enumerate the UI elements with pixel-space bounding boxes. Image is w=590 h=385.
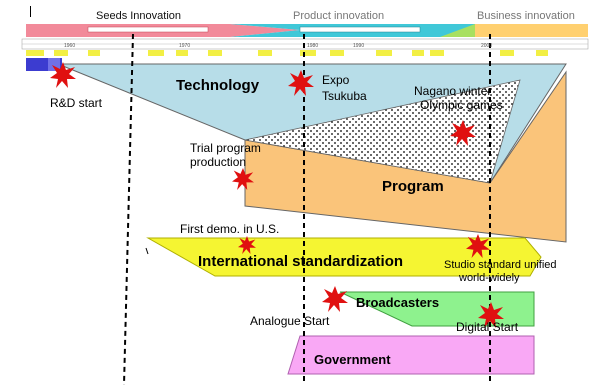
trial-program-label-line2: production [190,155,247,169]
axis-event-marker [148,50,164,56]
first-demo-label: First demo. in U.S. [180,222,280,236]
burst-icon [288,70,314,96]
studio-standard-label-line1: Studio standard unified [444,259,557,271]
burst-icon [50,62,76,88]
program-label: Program [382,178,444,195]
business-phase-fade [440,24,475,37]
expo-label-line2: Tsukuba [322,89,367,103]
rd-start-label: R&D start [50,96,103,110]
axis-event-marker [258,50,272,56]
year-tick-label: 1960 [64,43,75,49]
transition-dotted-wedge [244,79,521,184]
axis-event-marker [430,50,444,56]
axis-event-marker [176,50,188,56]
burst-icon [322,286,348,312]
nagano-label-line2: Olympic games [420,98,503,112]
axis-event-marker [330,50,344,56]
nagano-label-line1: Nagano winter [414,84,492,98]
reference-line-1 [123,33,134,385]
broadcasters-label: Broadcasters [356,295,440,310]
burst-icon [238,236,256,254]
seeds-phase-inner [87,26,209,33]
government-region [287,335,535,375]
phase-product-innovation: Product innovation [293,10,385,22]
expo-label-line1: Expo [322,73,350,87]
international-standardization-label: International standardization [198,253,404,270]
axis-event-marker [536,50,548,56]
year-tick-label: 1990 [353,43,364,49]
timeline-origin-tick [30,6,31,17]
axis-event-marker [88,50,100,56]
axis-event-marker [208,50,222,56]
year-tick-label: 1980 [307,43,318,49]
phase-business-innovation: Business innovation [477,10,575,22]
phase-ribbon [26,24,588,37]
axis-event-marker [412,50,424,56]
burst-icon [450,120,476,146]
studio-standard-label-line2: world-widely [459,272,520,284]
burst-icon [232,168,254,190]
phase-seeds-innovation: Seeds Innovation [96,10,182,22]
government-label: Government [314,352,391,367]
product-phase-inner [299,26,421,33]
axis-event-marker [500,50,514,56]
digital-start-label: Digital Start [456,320,519,334]
burst-icon [466,234,490,258]
trial-program-label-line1: Trial program [190,141,261,155]
technology-label: Technology [176,77,260,94]
axis-event-marker [54,50,68,56]
year-tick-label: 1970 [179,43,190,49]
axis-event-marker [376,50,392,56]
analogue-start-label: Analogue Start [250,314,330,328]
axis-event-marker [26,50,44,56]
year-tick-label: 2000 [481,43,492,49]
business-phase-bar [475,24,588,37]
burst-icon [478,302,504,328]
axis-event-marker [300,50,316,56]
